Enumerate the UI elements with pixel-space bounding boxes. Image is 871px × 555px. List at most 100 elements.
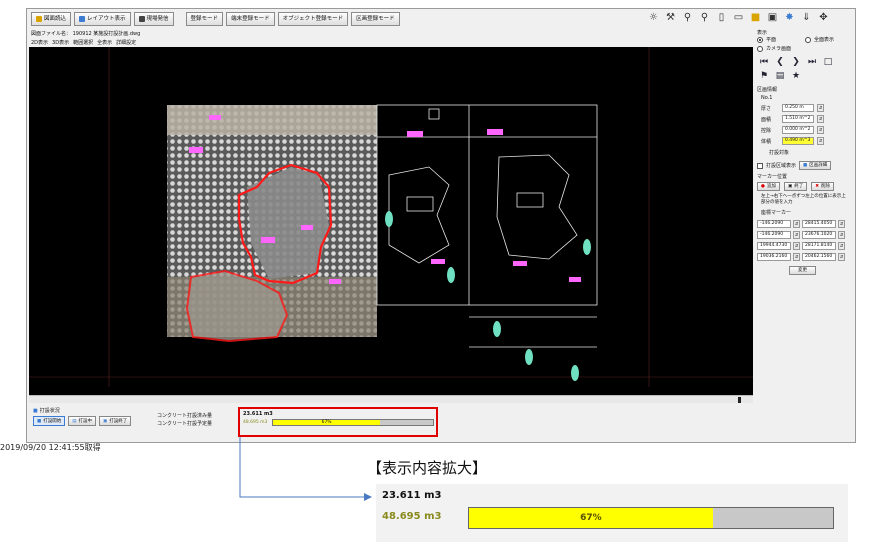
pour-end-button[interactable]: ▣打設終了: [99, 416, 132, 426]
move-icon[interactable]: ✥: [819, 12, 828, 23]
layout-button[interactable]: レイアウト表示: [74, 12, 131, 26]
object-mode-button[interactable]: オブジェクト登録モード: [277, 12, 349, 26]
mini-value-done: 23.611 m3: [243, 411, 273, 417]
search-minus-icon[interactable]: ⚲: [700, 12, 709, 23]
coord-spinner[interactable]: ⇵: [838, 220, 845, 228]
horizontal-scrollbar[interactable]: [29, 395, 753, 403]
menu-item-settings[interactable]: 詳細設定: [116, 40, 137, 46]
first-icon[interactable]: ⏮: [759, 57, 769, 67]
volume-label: 体積: [761, 138, 772, 145]
scroll-marker[interactable]: [738, 397, 741, 403]
coord-spinner[interactable]: ⇵: [838, 242, 845, 250]
folder-icon[interactable]: ■: [750, 12, 761, 23]
deduct-row: 控除 0.000 m^2 ⇵: [761, 126, 824, 134]
apply-button[interactable]: 変更: [789, 266, 816, 275]
file-name-label: 図面ファイル名： 190912 某施設打設計画.dwg: [31, 31, 141, 37]
marker-label: マーカー位置: [757, 174, 788, 180]
last-icon[interactable]: ⏭: [807, 57, 817, 67]
zoom-panel: 23.611 m3 48.695 m3 67%: [376, 484, 848, 542]
area-display-check[interactable]: 打設区域表示 ■区画詳細: [757, 161, 832, 170]
down-arrow-icon[interactable]: ⇓: [802, 12, 811, 23]
zoom-box-icon[interactable]: □: [823, 57, 833, 67]
pin-icon[interactable]: ★: [791, 71, 801, 81]
thickness-label: 厚さ: [761, 105, 772, 112]
coord-field[interactable]: 23676.1020: [802, 231, 836, 239]
coord-row-1: -146.2090⇵ 28415.4050⇵: [757, 220, 845, 228]
mini-progress-bar: 67%: [272, 419, 434, 426]
zoom-title: 【表示内容拡大】: [367, 459, 488, 477]
wrench-icon[interactable]: ⚒: [666, 12, 675, 23]
coord-spinner[interactable]: ⇵: [793, 231, 800, 239]
menu-item-select[interactable]: 範囲選択: [73, 40, 94, 46]
menu-item-2d[interactable]: 2D表示: [31, 40, 49, 46]
coord-field[interactable]: 28171.8140: [802, 242, 836, 250]
deduct-spinner[interactable]: ⇵: [817, 126, 824, 134]
pour-mid-button[interactable]: ▤打設中: [68, 416, 97, 426]
apply-row: 変更: [789, 266, 816, 275]
coord-row-3: 19944.4730⇵ 28171.8140⇵: [757, 242, 845, 250]
timestamp: 2019/09/20 12:41:55取得: [0, 443, 101, 452]
detail-icon: ■: [803, 163, 808, 168]
coord-spinner[interactable]: ⇵: [793, 220, 800, 228]
volume-row: 体積 0.490 m^3 ⇵: [761, 137, 824, 145]
section-mode-button[interactable]: 区画登録モード: [351, 12, 400, 26]
radio-plan[interactable]: 平面: [757, 36, 776, 43]
coord-field[interactable]: 20462.1560: [802, 253, 836, 261]
finish-marker-button[interactable]: ▣終了: [783, 182, 808, 191]
area-field[interactable]: 1.510 m^2: [782, 115, 814, 123]
coord-spinner[interactable]: ⇵: [793, 253, 800, 261]
pour-start-button[interactable]: ■打設開始: [33, 416, 66, 426]
add-marker-button[interactable]: ●追加: [757, 182, 780, 191]
volume-spinner[interactable]: ⇵: [817, 137, 824, 145]
menu-item-all[interactable]: 全表示: [97, 40, 113, 46]
section-detail-button[interactable]: ■区画詳細: [799, 161, 832, 170]
save-icon[interactable]: ▣: [767, 12, 778, 23]
terminal-mode-button[interactable]: 端末登録モード: [226, 12, 275, 26]
label-planned: コンクリート打設済み量: [157, 413, 213, 419]
lightbulb-icon[interactable]: ☼: [649, 12, 658, 23]
thickness-field[interactable]: 0.250 m: [782, 104, 814, 112]
flag-icon[interactable]: ⚑: [759, 71, 769, 81]
target-label: 打設対象: [769, 150, 790, 156]
zoom-value-total: 48.695 m3: [382, 511, 442, 522]
zoom-value-done: 23.611 m3: [382, 490, 442, 501]
mini-progress-fill: [273, 420, 381, 425]
next-icon[interactable]: ❯: [792, 57, 800, 67]
file-icon[interactable]: ▯: [718, 12, 725, 23]
coord-spinner[interactable]: ⇵: [793, 242, 800, 250]
thickness-spinner[interactable]: ⇵: [817, 104, 824, 112]
highlight-box: 23.611 m3 48.695 m3 67%: [238, 407, 438, 437]
radio-camera[interactable]: カメラ画面: [757, 45, 791, 52]
coord-field[interactable]: -146.2090: [757, 231, 791, 239]
coord-field[interactable]: -146.2090: [757, 220, 791, 228]
radio-camera-indicator[interactable]: [757, 45, 763, 52]
radio-all-indicator[interactable]: [805, 36, 811, 43]
load-drawing-button[interactable]: 図面読込: [31, 12, 72, 26]
coord-field[interactable]: 19036.2160: [757, 253, 791, 261]
delete-marker-button[interactable]: ✖削除: [811, 182, 834, 191]
coord-spinner[interactable]: ⇵: [838, 231, 845, 239]
radio-plan-indicator[interactable]: [757, 36, 763, 43]
layers-icon[interactable]: ▤: [775, 71, 785, 81]
coord-field[interactable]: 19944.4730: [757, 242, 791, 250]
pour-status-title: ■ 打設状況: [33, 407, 60, 415]
icon-toolbar: ☼ ⚒ ⚲ ⚲ ▯ ▭ ■ ▣ ✸ ⇓ ✥: [648, 12, 829, 23]
file-open-icon[interactable]: ▭: [733, 12, 744, 23]
mini-value-total: 48.695 m3: [243, 420, 268, 425]
prev-icon[interactable]: ❮: [776, 57, 784, 67]
coord-field[interactable]: 28415.4050: [802, 220, 836, 228]
area-spinner[interactable]: ⇵: [817, 115, 824, 123]
menu-item-3d[interactable]: 3D表示: [52, 40, 70, 46]
radio-all[interactable]: 全面表示: [805, 36, 834, 43]
deduct-field[interactable]: 0.000 m^2: [782, 126, 814, 134]
sub-tools: ⚑ ▤ ★: [759, 71, 801, 81]
coord-spinner[interactable]: ⇵: [838, 253, 845, 261]
site-send-button[interactable]: 現場発信: [133, 12, 174, 26]
register-mode-button[interactable]: 登録モード: [185, 12, 224, 26]
settings-icon[interactable]: ✸: [785, 12, 794, 23]
volume-field[interactable]: 0.490 m^3: [782, 137, 814, 145]
area-display-checkbox[interactable]: [757, 162, 763, 169]
search-icon[interactable]: ⚲: [683, 12, 692, 23]
coord-row-2: -146.2090⇵ 23676.1020⇵: [757, 231, 845, 239]
drawing-canvas[interactable]: [29, 47, 753, 395]
